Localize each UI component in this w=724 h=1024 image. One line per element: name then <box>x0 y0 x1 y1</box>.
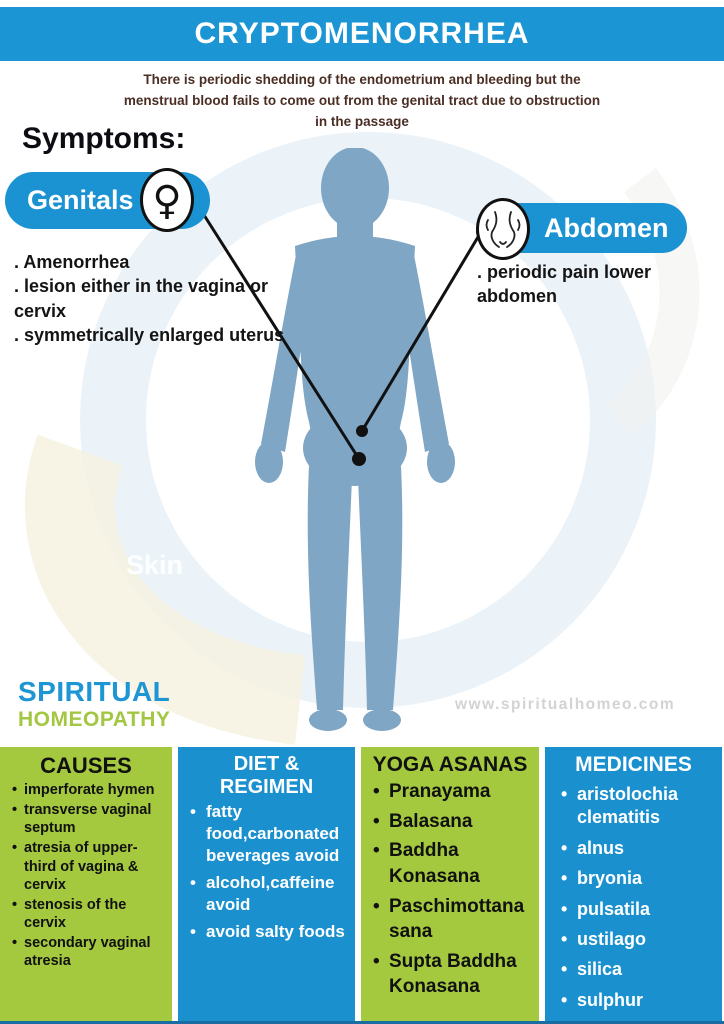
panel-title: YOGA ASANAS <box>372 753 528 776</box>
list-item: . Amenorrhea <box>14 252 130 272</box>
list-item: Baddha Konasana <box>369 838 531 889</box>
list-item: silica <box>553 958 714 982</box>
abdomen-symptom-list: . periodic pain lower abdomen <box>477 260 672 309</box>
list-item: sulphur <box>553 989 714 1013</box>
panel-yoga-asanas: YOGA ASANAS Pranayama Balasana Baddha Ko… <box>361 747 539 1024</box>
list-item: ustilago <box>553 928 714 952</box>
panel-list: Pranayama Balasana Baddha Konasana Pasch… <box>369 779 531 1000</box>
list-item: alcohol,caffeine avoid <box>186 872 347 916</box>
symptoms-heading: Symptoms: <box>22 122 186 155</box>
list-item: alnus <box>553 837 714 861</box>
skin-watermark-text: Skin <box>126 550 184 580</box>
description-text: There is periodic shedding of the endome… <box>123 72 601 129</box>
panel-list: fatty food,carbonated beverages avoid al… <box>186 801 347 944</box>
brand-name-homeopathy: HOMEOPATHY <box>18 708 171 731</box>
bottom-edge-strip <box>0 1021 724 1024</box>
genitals-symptom-list: . Amenorrhea . lesion either in the vagi… <box>14 250 285 348</box>
list-item: Supta Baddha Konasana <box>369 949 531 1000</box>
website-text: www.spiritualhomeo.com <box>455 696 676 713</box>
abdomen-icon <box>485 211 521 248</box>
list-item: bryonia <box>553 867 714 891</box>
header-bar: CRYPTOMENORRHEA <box>0 7 724 61</box>
list-item: Pranayama <box>369 779 531 805</box>
list-item: Paschimottanasana <box>369 894 531 945</box>
genitals-callout-circle: ♀ <box>140 168 194 232</box>
list-item: atresia of upper-third of vagina & cervi… <box>8 839 164 893</box>
abdomen-callout-circle <box>476 198 530 260</box>
list-item: pulsatila <box>553 898 714 922</box>
abdomen-label: Abdomen <box>544 212 669 243</box>
info-panels: CAUSES imperforate hymen transverse vagi… <box>0 747 724 1024</box>
page-title: CRYPTOMENORRHEA <box>194 17 530 50</box>
list-item: avoid salty foods <box>186 921 347 943</box>
list-item: fatty food,carbonated beverages avoid <box>186 801 347 867</box>
list-item: secondary vaginal atresia <box>8 934 164 970</box>
list-item: . periodic pain lower abdomen <box>477 262 652 307</box>
genitals-label: Genitals <box>27 185 134 215</box>
list-item: stenosis of the cervix <box>8 896 164 932</box>
list-item: aristolochia clematitis <box>553 783 714 830</box>
panel-diet-regimen: DIET & REGIMEN fatty food,carbonated bev… <box>178 747 355 1024</box>
panel-title: DIET & REGIMEN <box>219 753 314 798</box>
panel-title: MEDICINES <box>575 753 692 776</box>
list-item: . symmetrically enlarged uterus <box>14 325 285 346</box>
panel-list: aristolochia clematitis alnus bryonia pu… <box>553 783 714 1013</box>
panel-medicines: MEDICINES aristolochia clematitis alnus … <box>545 747 722 1024</box>
list-item: imperforate hymen <box>8 781 164 799</box>
list-item: transverse vaginal septum <box>8 801 164 837</box>
brand-name-spiritual: SPIRITUAL <box>18 676 171 707</box>
list-item: Balasana <box>369 809 531 835</box>
body-silhouette-illustration <box>255 148 455 731</box>
panel-title: CAUSES <box>40 753 132 778</box>
female-symbol-icon: ♀ <box>152 178 182 224</box>
panel-list: imperforate hymen transverse vaginal sep… <box>8 781 164 970</box>
brand-logo: SPIRITUAL HOMEOPATHY <box>18 676 170 732</box>
list-item: . lesion either in the vagina or cervix <box>14 276 269 321</box>
panel-causes: CAUSES imperforate hymen transverse vagi… <box>0 747 172 1024</box>
